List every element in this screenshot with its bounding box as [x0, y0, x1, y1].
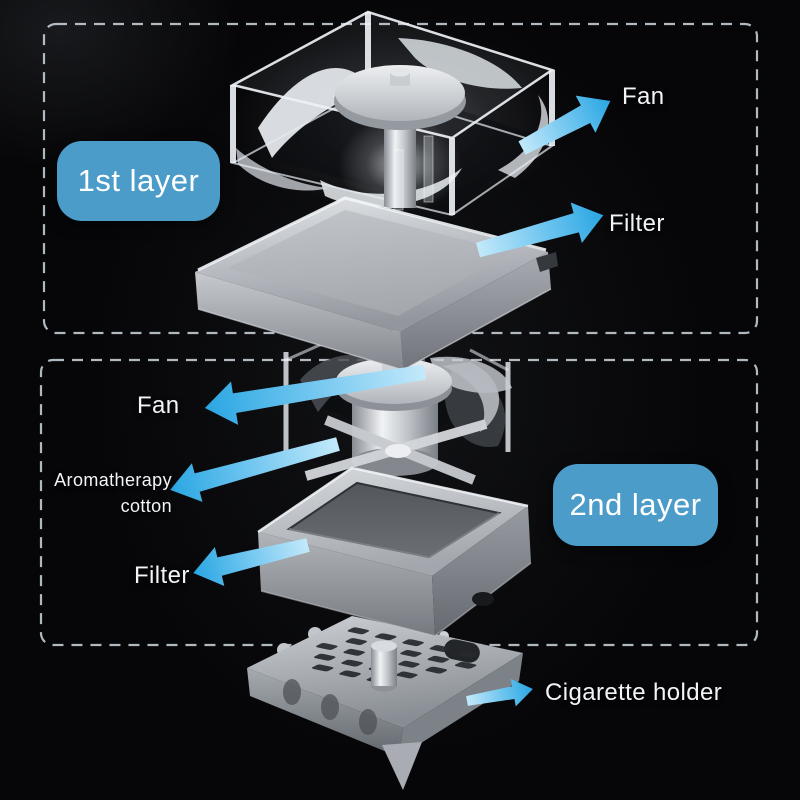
layer2-badge: 2nd layer — [553, 464, 718, 546]
callout-arrows — [170, 95, 611, 707]
aromatherapy-line2: cotton — [120, 496, 172, 516]
aromatherapy-arrow-icon — [170, 437, 340, 502]
filter1-arrow-icon — [475, 202, 604, 258]
layer1-fan-label: Fan — [622, 83, 665, 110]
layer1-badge: 1st layer — [57, 141, 220, 221]
fan1-arrow-icon — [518, 95, 611, 155]
filter-box-illustration — [257, 466, 532, 637]
layer1-filter-label: Filter — [609, 210, 665, 237]
fan2-arrow-icon — [204, 364, 427, 425]
filter-plate-illustration — [195, 135, 558, 371]
filter2-arrow-icon — [193, 538, 310, 586]
cigarette-holder-label: Cigarette holder — [545, 679, 723, 706]
layer2-fan-label: Fan — [137, 392, 180, 419]
layer2-filter-label: Filter — [134, 562, 190, 589]
cigarette-holder-illustration — [247, 616, 523, 790]
aromatherapy-cotton-label: Aromatherapy cotton — [40, 467, 172, 519]
aromatherapy-line1: Aromatherapy — [54, 470, 172, 490]
holder-arrow-icon — [466, 678, 533, 707]
fan-top-illustration — [229, 10, 565, 217]
